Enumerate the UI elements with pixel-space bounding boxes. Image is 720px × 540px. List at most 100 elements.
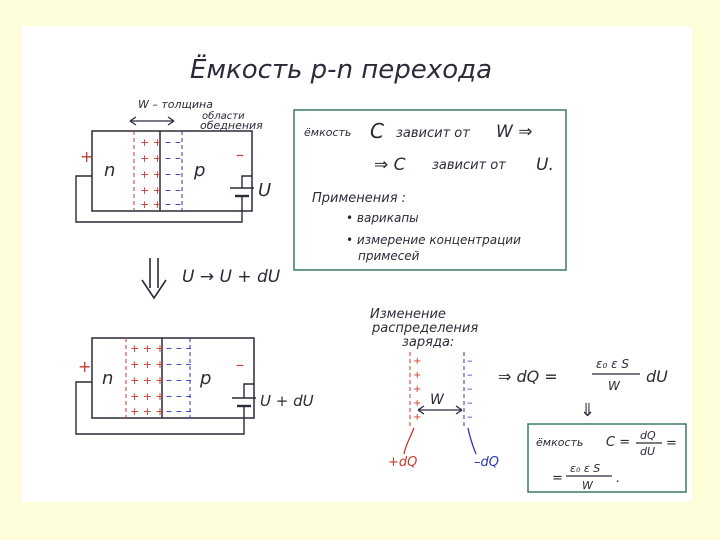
plus-terminal-2: + <box>78 357 91 376</box>
plus-dq-label: +dQ <box>388 455 417 470</box>
plus-dq-pointer <box>403 427 415 455</box>
result-frac2-num: ε₀ ε S <box>570 462 600 475</box>
info-line1-d: W ⇒ <box>496 122 532 142</box>
result-eq2: = <box>552 471 563 486</box>
svg-text:+: + <box>413 398 421 409</box>
p-region-label: p <box>193 160 205 181</box>
svg-text:+ + +: + + + <box>130 405 165 418</box>
paper-sheet: Ёмкость p-n перехода W – толщина области… <box>22 26 692 502</box>
voltage-label-2: U + dU <box>260 392 314 410</box>
minus-terminal: – <box>236 145 244 164</box>
result-label: ёмкость <box>536 436 583 449</box>
svg-text:+: + <box>413 370 421 381</box>
result-frac1-num: dQ <box>640 429 656 442</box>
applications-title: Применения : <box>312 191 406 206</box>
charge-heading-2: распределения <box>371 321 478 336</box>
svg-text:– – –: – – – <box>166 373 192 387</box>
svg-text:– –: – – <box>165 183 181 197</box>
svg-text:– –: – – <box>165 197 181 211</box>
result-dot: . <box>616 471 620 486</box>
result-box-border <box>527 423 687 493</box>
result-frac2-den: W <box>582 479 594 492</box>
charge-heading-1: Изменение <box>370 307 446 322</box>
charge-redistribution: Изменение распределения заряда: +++++ ––… <box>370 307 668 470</box>
pn-junction-diagram: Ёмкость p-n перехода W – толщина области… <box>75 53 687 493</box>
svg-text:+ +: + + <box>140 168 162 181</box>
page-title: Ёмкость p-n перехода <box>190 53 492 85</box>
svg-text:+: + <box>413 384 421 395</box>
bottom-junction-box <box>91 337 255 419</box>
voltage-label: U <box>258 180 271 201</box>
w-arrow <box>129 116 175 126</box>
info-line2-c: U. <box>536 155 554 175</box>
w-label: W – толщина <box>138 98 213 111</box>
application-1: • варикапы <box>346 211 419 225</box>
svg-text:– – –: – – – <box>166 404 192 418</box>
svg-text:+ +: + + <box>140 136 162 149</box>
svg-text:+: + <box>413 356 421 367</box>
top-circuit-wire <box>75 175 252 223</box>
svg-text:+ + +: + + + <box>130 358 165 371</box>
charge-w-label: W <box>430 392 445 408</box>
top-junction-box <box>91 130 253 212</box>
top-junction: W – толщина области обеднения + ++ ++ ++… <box>75 98 271 223</box>
application-2-cont: примесей <box>358 249 420 263</box>
svg-text:+ +: + + <box>140 198 162 211</box>
transition-label: U → U + dU <box>182 267 281 287</box>
svg-text:– – –: – – – <box>166 389 192 403</box>
svg-text:–: – <box>467 410 473 423</box>
capacitance-info-box: ёмкость C зависит от W ⇒ ⇒ C зависит от … <box>293 109 567 271</box>
p-region-label-2: p <box>199 368 211 389</box>
svg-text:+ + +: + + + <box>130 390 165 403</box>
bottom-circuit-wire <box>75 381 254 435</box>
minus-dq-pointer <box>467 427 477 455</box>
result-eq: = <box>666 436 677 451</box>
info-box-border <box>293 109 567 271</box>
info-line1-c: зависит от <box>396 126 470 141</box>
info-line1-b: C <box>370 119 384 143</box>
charge-formula-num: ε₀ ε S <box>596 357 629 371</box>
svg-text:– –: – – <box>165 135 181 149</box>
svg-text:+ +: + + <box>140 152 162 165</box>
charge-formula-rhs: dU <box>646 367 668 386</box>
w-label-2: области <box>202 110 245 122</box>
minus-dq-label: –dQ <box>474 455 499 470</box>
svg-text:– –: – – <box>165 151 181 165</box>
bottom-junction: + + ++ + ++ + ++ + ++ + + – – –– – –– – … <box>75 337 314 435</box>
transition-arrow: U → U + dU <box>141 258 281 300</box>
info-line2-a: ⇒ C <box>374 155 406 175</box>
charge-formula-lhs: ⇒ dQ = <box>498 367 558 386</box>
svg-text:–: – <box>467 354 473 367</box>
plus-terminal: + <box>80 147 93 166</box>
result-frac1-den: dU <box>640 445 655 458</box>
svg-text:+: + <box>413 412 421 423</box>
svg-text:– – –: – – – <box>166 357 192 371</box>
info-line2-b: зависит от <box>432 158 506 173</box>
n-region-label-2: n <box>102 368 113 389</box>
svg-text:–: – <box>467 396 473 409</box>
svg-text:+ + +: + + + <box>130 374 165 387</box>
positive-charges: + ++ ++ ++ ++ + <box>140 136 162 211</box>
application-2: • измерение концентрации <box>346 233 521 247</box>
svg-text:– –: – – <box>165 167 181 181</box>
w-label-3: обеднения <box>200 119 263 132</box>
result-c-eq: C = <box>606 435 630 450</box>
down-arrow-icon: ⇓ <box>580 400 595 421</box>
capacitance-result-box: ёмкость C = dQ dU = = ε₀ ε S W . <box>527 423 687 493</box>
charge-w-arrow <box>417 405 463 415</box>
charge-formula-den: W <box>608 379 621 393</box>
n-region-label: n <box>104 160 115 181</box>
info-line1-a: ёмкость <box>304 126 351 139</box>
negative-charges-2: – – –– – –– – –– – –– – – <box>166 341 192 418</box>
positive-charges-2: + + + + + + + + + + + + + + + <box>130 342 165 418</box>
charge-heading-3: заряда: <box>402 335 454 350</box>
svg-text:+ +: + + <box>140 184 162 197</box>
minus-terminal-2: – <box>236 355 244 374</box>
charge-plus-column: + + + + + <box>413 356 421 423</box>
svg-text:–: – <box>467 382 473 395</box>
svg-text:–: – <box>467 368 473 381</box>
svg-text:+ + +: + + + <box>130 342 165 355</box>
negative-charges: – –– –– –– –– – <box>165 135 181 211</box>
svg-text:– – –: – – – <box>166 341 192 355</box>
charge-minus-column: ––––– <box>467 354 473 423</box>
